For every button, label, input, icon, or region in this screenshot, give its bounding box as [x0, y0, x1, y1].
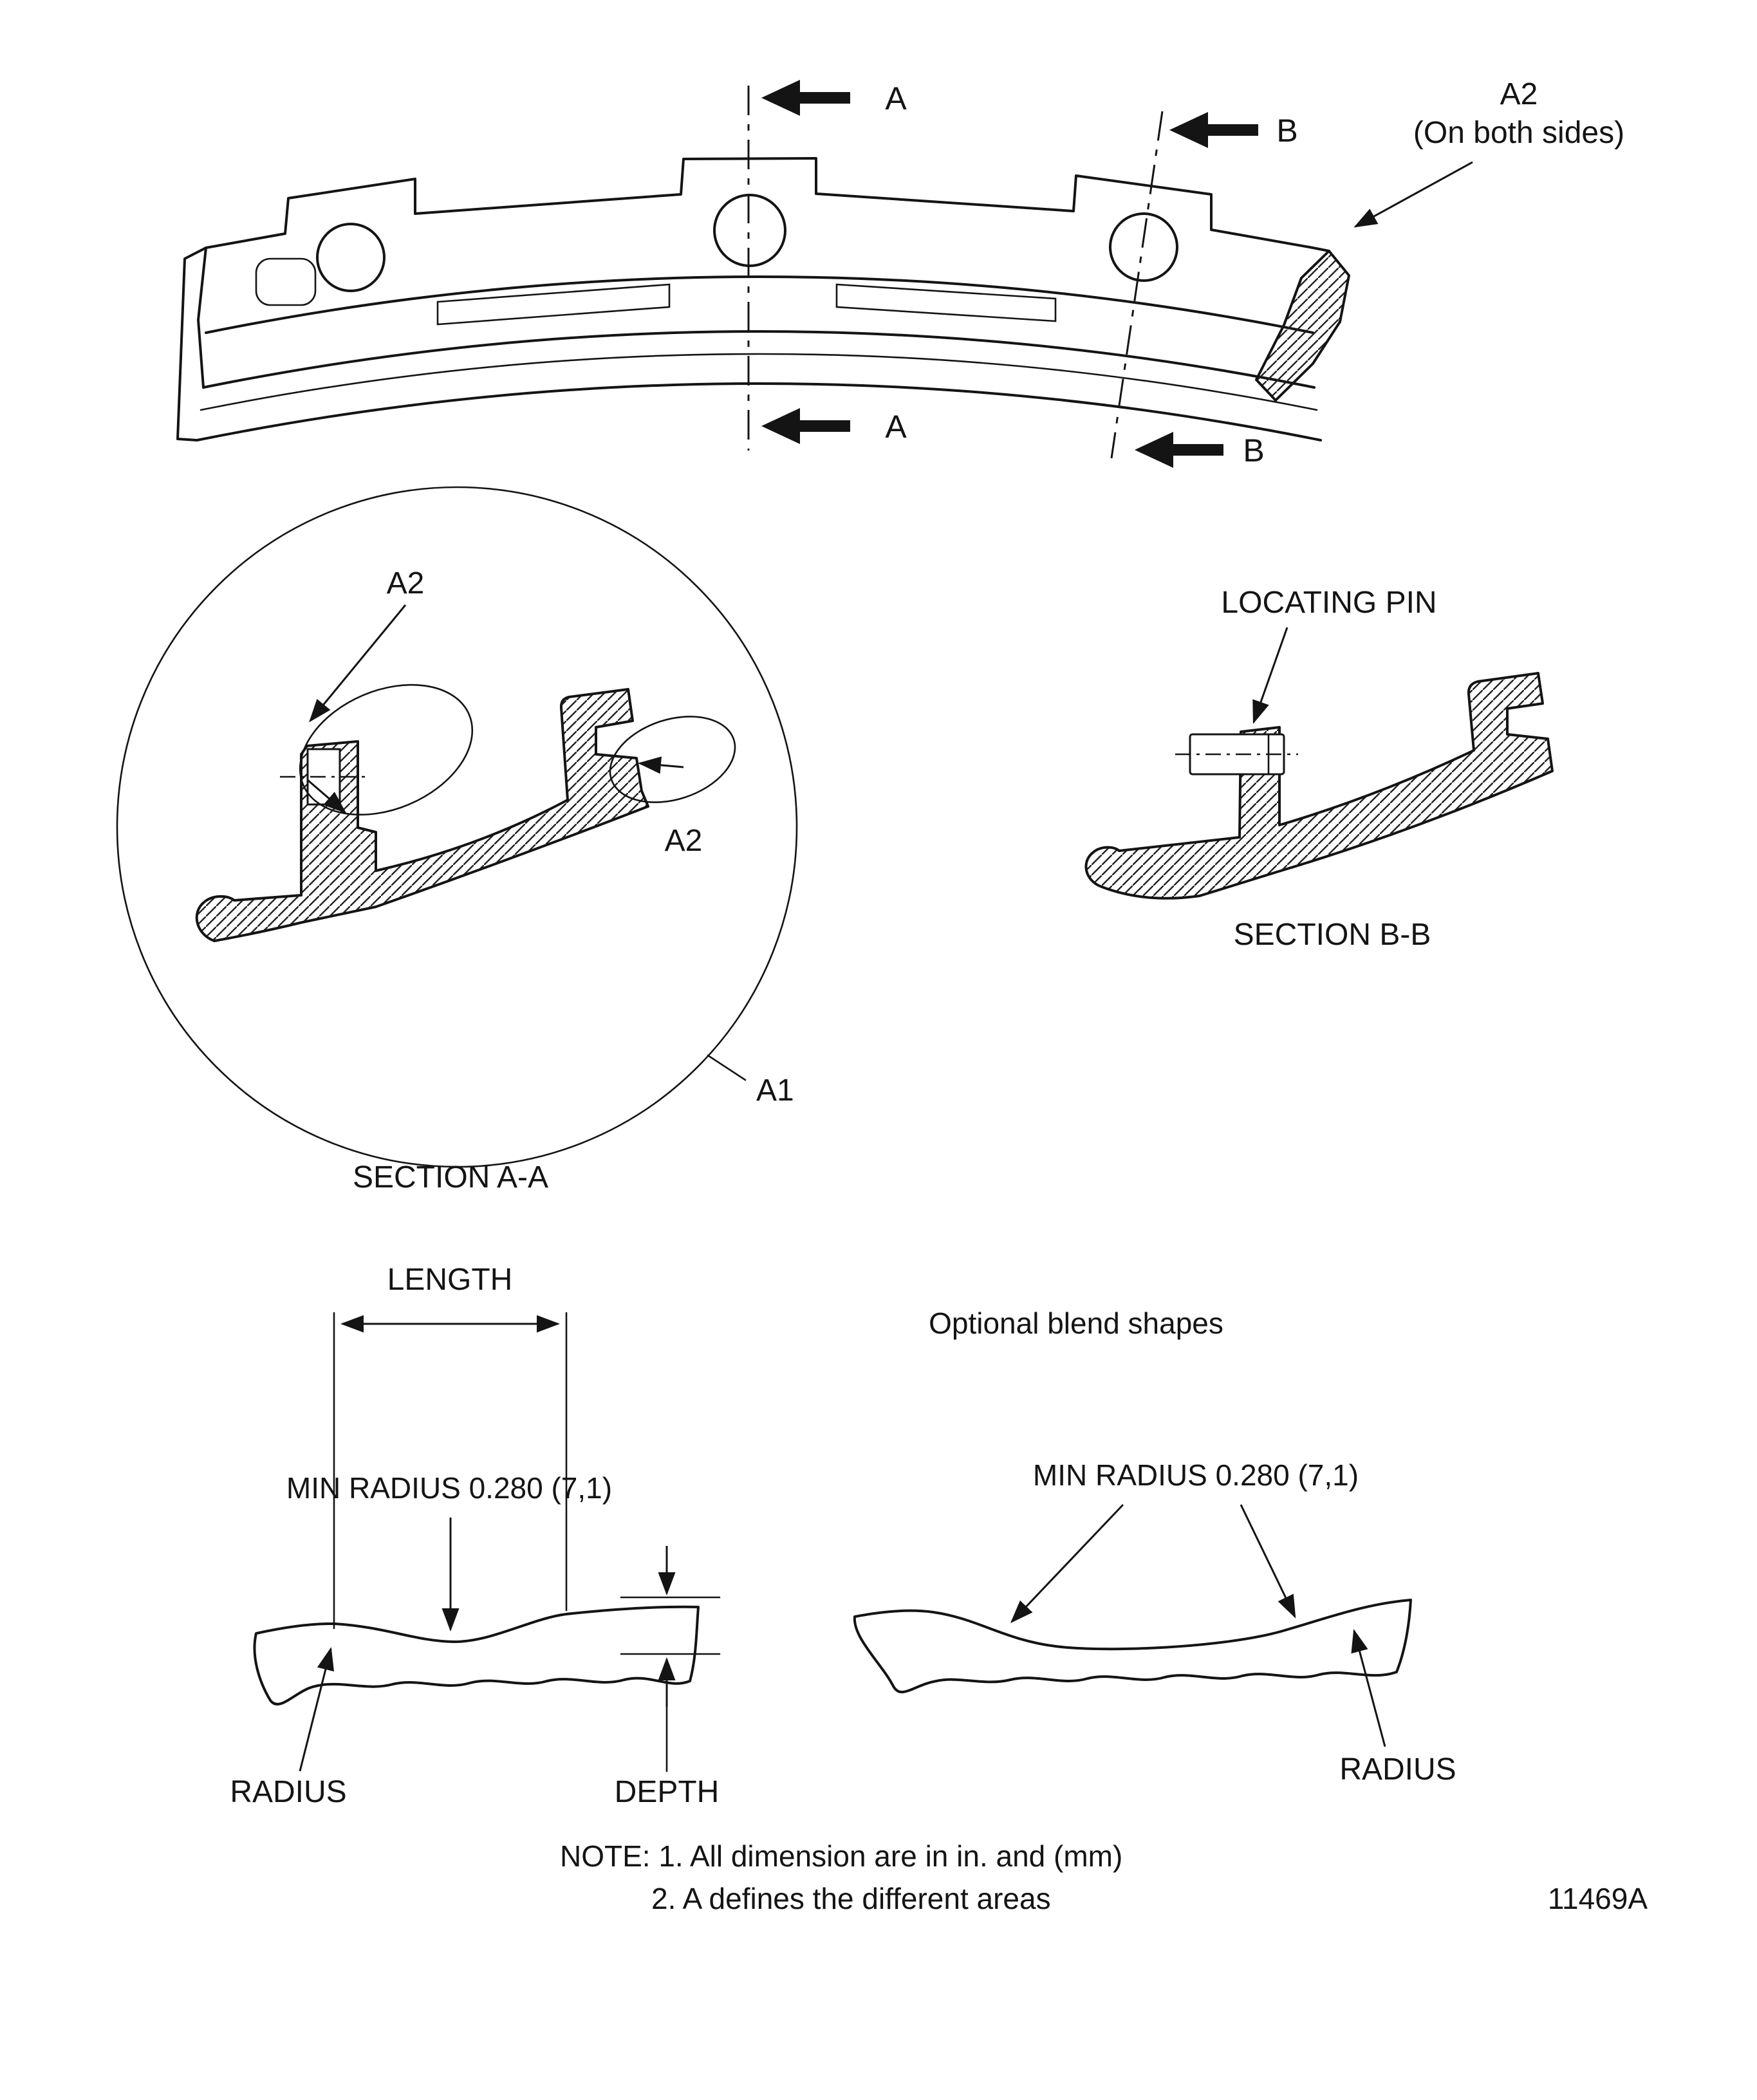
min-radius-left-label: MIN RADIUS 0.280 (7,1) [286, 1471, 612, 1505]
a2-right-loop-arrow [638, 756, 684, 774]
cut-label-b-bottom: B [1243, 432, 1264, 469]
section-bb-view: LOCATING PIN SECTION B-B [1084, 586, 1554, 952]
segment-right-end-cut [1255, 250, 1350, 402]
segment-bottom-edge [196, 382, 1322, 441]
blend-right-view: Optional blend shapes MIN RADIUS 0.280 (… [853, 1306, 1456, 1787]
blend-left-profile [253, 1605, 700, 1705]
segment-slot-2 [835, 283, 1057, 322]
a1-leader [707, 1054, 747, 1081]
segment-flange-top [202, 330, 1315, 389]
section-aa-profile [195, 688, 649, 942]
a2-callout-line2: (On both sides) [1413, 116, 1624, 150]
cut-line-b [1110, 111, 1164, 459]
note-line-1: NOTE: 1. All dimension are in in. and (m… [560, 1839, 1122, 1873]
note-line-2: 2. A defines the different areas [651, 1882, 1051, 1915]
figure-number: 11469A [1548, 1882, 1648, 1915]
segment-left-end [176, 246, 207, 441]
bolt-hole-middle [713, 194, 786, 267]
section-bb-title: SECTION B-B [1234, 918, 1431, 952]
section-aa-view: A2 A2 A1 SECTION A-A [116, 486, 798, 1194]
radius-left-arrow [299, 1647, 335, 1772]
a2-callout-line1: A2 [1500, 77, 1538, 111]
segment-band-bottom [205, 275, 1314, 334]
segment-top-view: A A B B A2 (On both sides) [176, 77, 1624, 469]
segment-slot-1 [436, 283, 671, 326]
radius-right-label: RADIUS [1339, 1752, 1456, 1787]
section-arrow-b-top [1169, 112, 1258, 148]
optional-blend-title: Optional blend shapes [929, 1306, 1223, 1340]
a2-callout-leader [1353, 161, 1473, 228]
section-arrow-b-bottom [1135, 432, 1223, 468]
section-arrow-a-top [761, 80, 850, 116]
label-a1: A1 [756, 1073, 794, 1108]
cut-label-b-top: B [1276, 113, 1297, 149]
detail-circle [116, 486, 798, 1168]
min-radius-right-arrow-2 [1240, 1504, 1296, 1619]
blend-left-view: LENGTH MIN RADIUS 0.280 (7,1) DEPTH RADI… [230, 1263, 721, 1809]
bolt-hole-left [316, 223, 386, 292]
a2-right-loop [609, 716, 736, 803]
segment-outline-top [205, 157, 1330, 252]
a2-left-loop-arrow [307, 779, 347, 813]
radius-left-label: RADIUS [230, 1775, 346, 1809]
length-label: LENGTH [387, 1263, 513, 1297]
a2-left-loop [299, 683, 474, 816]
notes-block: NOTE: 1. All dimension are in in. and (m… [560, 1839, 1648, 1915]
bolt-hole-right [1109, 212, 1178, 282]
min-radius-right-label: MIN RADIUS 0.280 (7,1) [1033, 1458, 1359, 1492]
segment-flange-mid [200, 353, 1318, 411]
blend-right-profile [853, 1599, 1412, 1694]
min-radius-right-arrow-1 [1010, 1503, 1124, 1624]
left-end-recess [255, 257, 317, 306]
a2-left-leader [309, 604, 407, 723]
section-arrow-a-bottom [761, 408, 850, 444]
cut-label-a-bottom: A [885, 409, 907, 445]
locating-pin-leader [1252, 627, 1288, 724]
label-a2-right: A2 [665, 824, 703, 858]
section-bb-profile [1084, 672, 1554, 900]
cut-label-a-top: A [885, 80, 907, 116]
label-a2-left: A2 [387, 566, 425, 600]
section-aa-title: SECTION A-A [353, 1160, 548, 1194]
depth-label: DEPTH [615, 1775, 720, 1809]
radius-right-arrow [1351, 1629, 1386, 1747]
locating-pin-label: LOCATING PIN [1221, 586, 1436, 620]
